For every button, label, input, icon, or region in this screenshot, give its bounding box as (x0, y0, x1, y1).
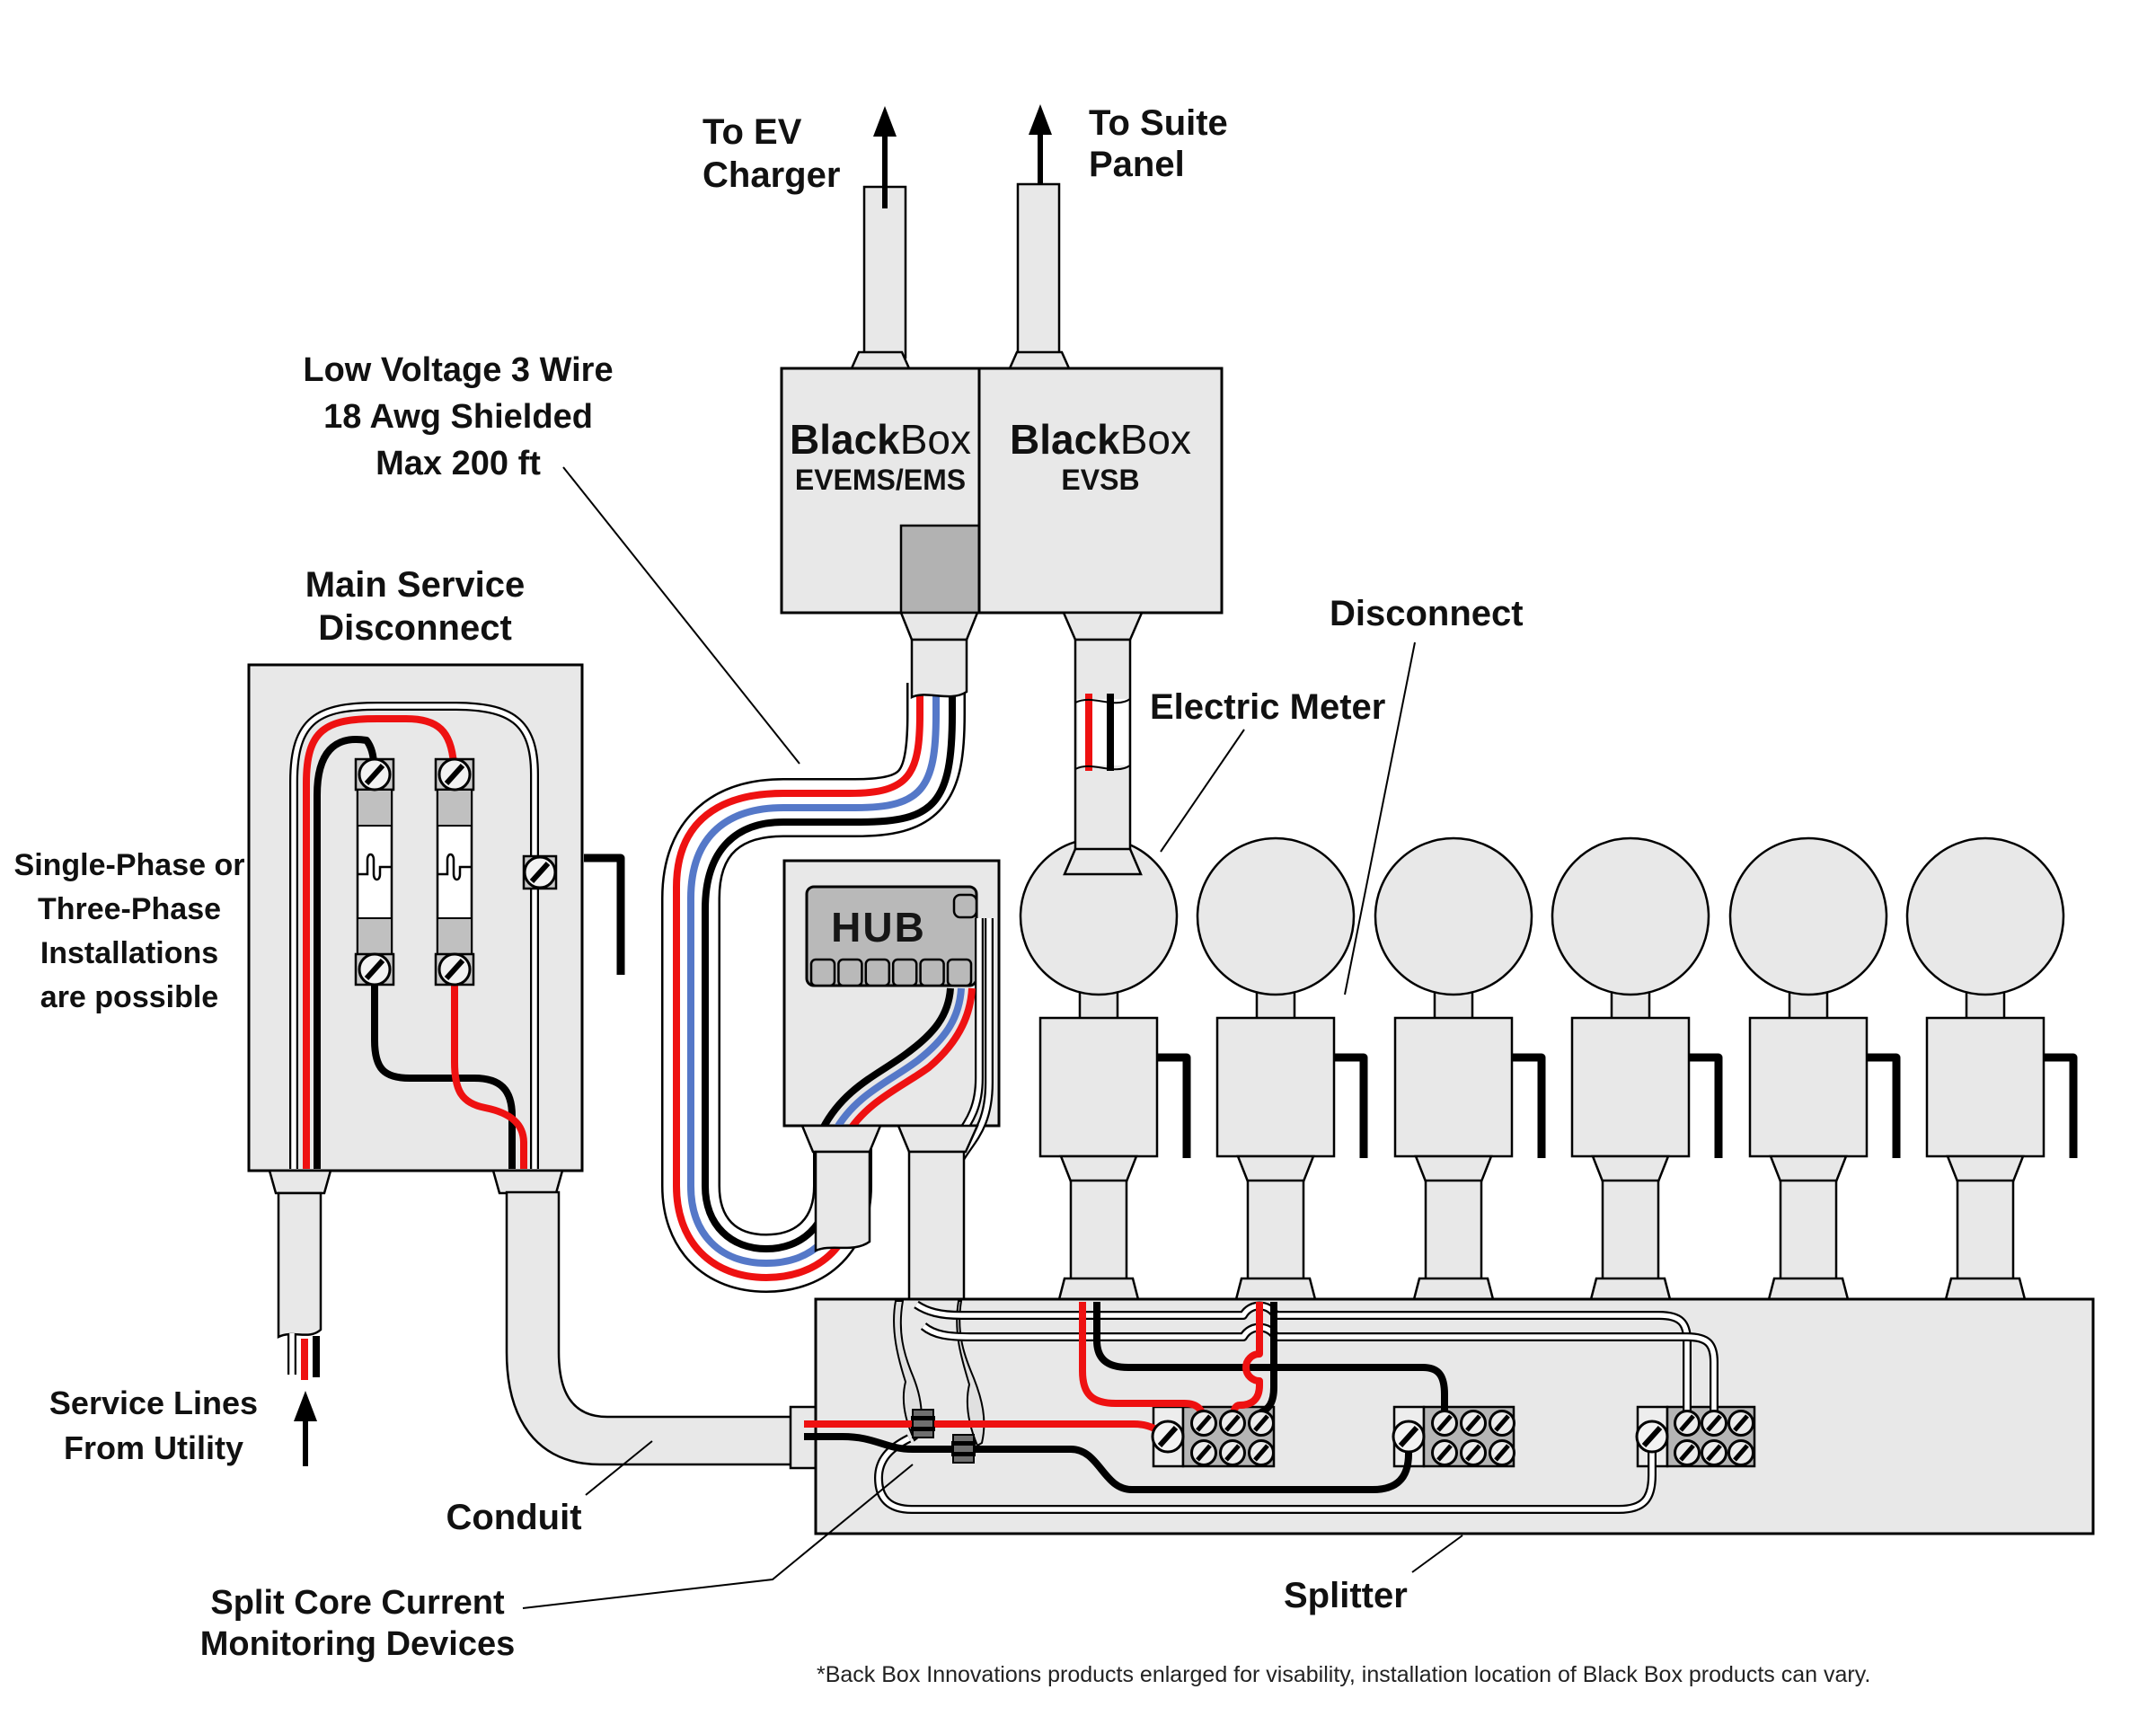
single-phase-label-line1: Single-Phase or (14, 848, 245, 882)
hub-port-2 (837, 958, 863, 987)
splitter-black-feed (804, 1433, 1412, 1493)
hub-port-6 (946, 958, 973, 987)
single-phase-label-line4: are possible (40, 980, 218, 1014)
meter2-red-tail (1229, 1302, 1263, 1424)
low-voltage-label-line3: Max 200 ft (376, 445, 541, 482)
to-suite-arrow (1029, 104, 1052, 184)
fuse-red-out (451, 985, 527, 1169)
hub-port-4 (891, 958, 918, 987)
hub-port-3 (864, 958, 891, 987)
conduit-leader (585, 1440, 653, 1496)
lv-red-wire (673, 683, 923, 1281)
single-phase-label-line3: Installations (40, 936, 218, 970)
single-phase-label-line2: Three-Phase (38, 892, 221, 926)
hub-aux-port (952, 893, 978, 919)
fuse-black-out (371, 985, 516, 1169)
low-voltage-leader (562, 466, 800, 765)
conduit-pipe (505, 1190, 798, 1466)
splitter-leader (1411, 1535, 1463, 1573)
low-voltage-label-line2: 18 Awg Shielded (323, 398, 593, 436)
electric-meter-leader (1160, 729, 1245, 853)
pipe-cutaway (1077, 699, 1128, 765)
disconnect-hook-wire (584, 854, 625, 975)
splitter-assembly (804, 1297, 2095, 1535)
to-ev-label-line2: Charger (702, 155, 840, 195)
evems-output-pipe (910, 638, 968, 699)
split-core-label-line2: Monitoring Devices (200, 1625, 516, 1663)
disconnect-leader (1344, 641, 1416, 995)
hub-black-wire (819, 987, 954, 1130)
evsb-logo: BlackBox (1010, 416, 1191, 463)
to-ev-arrow (873, 106, 897, 208)
service-entrance-pipe (277, 1191, 323, 1340)
service-lines-label-line2: From Utility (64, 1429, 243, 1466)
split-core-ct-1 (911, 1409, 935, 1438)
evems-cable-gland (899, 524, 981, 615)
lv-black-wire (702, 683, 956, 1252)
blackbox-evems-device: BlackBox EVEMS/EMS (780, 185, 981, 699)
hub-red-wire (843, 987, 976, 1138)
electric-meters-row (1021, 838, 2073, 1303)
disconnect-label: Disconnect (1330, 594, 1524, 633)
service-black-in (314, 736, 377, 1169)
service-lines-arrow (294, 1391, 317, 1466)
split-core-ct-2 (951, 1434, 976, 1464)
low-voltage-label-line1: Low Voltage 3 Wire (303, 351, 613, 389)
splitter-label: Splitter (1284, 1576, 1408, 1615)
to-ev-label-line1: To EV (702, 112, 802, 152)
cable-sheath-left (893, 1300, 923, 1442)
split-core-label-line1: Split Core Current (210, 1584, 505, 1622)
evems-model: EVEMS/EMS (795, 464, 966, 496)
to-ev-riser-pipe (862, 185, 907, 359)
evems-logo: BlackBox (790, 416, 971, 463)
service-red-in (303, 715, 457, 1169)
main-service-disconnect (247, 663, 625, 1380)
hub-port-5 (919, 958, 945, 987)
split-core-leader (522, 1464, 914, 1609)
evsb-output-flare (1062, 611, 1144, 641)
hub-label: HUB (831, 904, 926, 951)
lv-blue-wire (687, 683, 940, 1267)
main-service-label-line2: Disconnect (318, 608, 512, 648)
to-suite-label-line2: Panel (1089, 145, 1185, 184)
to-suite-label-line1: To Suite (1089, 103, 1228, 143)
hub-left-pipe (814, 1150, 871, 1252)
hub-blue-wire (831, 987, 965, 1134)
blackbox-evsb-device: BlackBox EVSB (977, 182, 1224, 876)
evsb-meter-flare (1063, 847, 1143, 876)
hub-device: HUB (782, 859, 1001, 1302)
electric-meter-label: Electric Meter (1150, 687, 1385, 727)
conduit-label: Conduit (446, 1498, 581, 1537)
footnote: *Back Box Innovations products enlarged … (817, 1662, 1870, 1687)
hub-right-pipe (907, 1150, 966, 1302)
to-suite-riser-pipe (1016, 182, 1061, 359)
low-voltage-cable (661, 683, 966, 1293)
service-lines-label-line1: Service Lines (49, 1384, 258, 1421)
evems-output-flare (899, 611, 979, 641)
hub-port-1 (809, 958, 836, 987)
main-service-label-line1: Main Service (305, 565, 526, 605)
evsb-model: EVSB (1061, 464, 1139, 496)
